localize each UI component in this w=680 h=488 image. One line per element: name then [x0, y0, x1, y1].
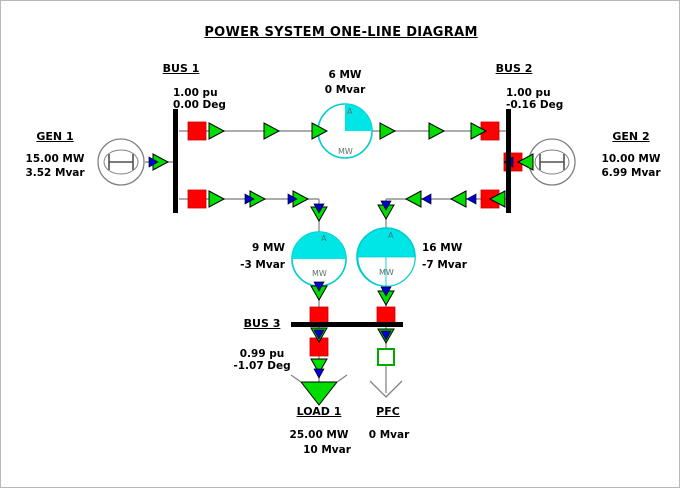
load-1-label: LOAD 1	[296, 405, 342, 418]
power-flow-arrows-gauge1-bus3	[310, 281, 328, 379]
line-2-3-mw: 16 MW	[422, 242, 463, 254]
gauge-ampere-label: A	[321, 234, 327, 243]
gauge-ampere-label: A	[347, 107, 353, 116]
bus-1-voltage: 1.00 pu	[173, 87, 218, 99]
line-1-2-mw: 6 MW	[328, 69, 362, 81]
bus-1-angle: 0.00 Deg	[173, 99, 226, 111]
line-2-3-mvar: -7 Mvar	[422, 259, 467, 271]
gauge-mw-label: MW	[338, 147, 353, 156]
generator-icon-gen1[interactable]	[97, 138, 145, 186]
gen-2-label: GEN 2	[612, 130, 650, 143]
bus-3-voltage: 0.99 pu	[239, 348, 285, 360]
pfc-arrow-icon	[369, 380, 403, 398]
bus-2-label: BUS 2	[495, 62, 533, 75]
bus-2-voltage: 1.00 pu	[506, 87, 551, 99]
bus-bar-2[interactable]	[506, 109, 511, 213]
line-1-3-mw: 9 MW	[252, 242, 285, 254]
gen-2-mvar: 6.99 Mvar	[601, 167, 661, 179]
line-gauge-2-3[interactable]: A MW	[356, 227, 416, 287]
power-flow-arrows-line-1-3	[208, 190, 328, 222]
gen-1-label: GEN 1	[36, 130, 74, 143]
generator-icon-gen2[interactable]	[528, 138, 576, 186]
bus-bar-3[interactable]	[291, 322, 403, 327]
pfc-mvar: 0 Mvar	[368, 429, 410, 441]
load-1-mvar: 10 Mvar	[303, 444, 351, 456]
line-1-2-mvar: 0 Mvar	[324, 84, 366, 96]
gen-2-mw: 10.00 MW	[601, 153, 661, 165]
gen-1-mvar: 3.52 Mvar	[25, 167, 85, 179]
gen-1-mw: 15.00 MW	[25, 153, 85, 165]
gauge-mw-label: MW	[312, 269, 327, 278]
line-1-3-mvar: -3 Mvar	[240, 259, 285, 271]
bus-3-label: BUS 3	[243, 317, 281, 330]
circuit-breaker-icon-b1t[interactable]	[187, 121, 207, 141]
pfc-label: PFC	[376, 405, 400, 418]
bus-3-angle: -1.07 Deg	[233, 360, 291, 372]
load-1-mw: 25.00 MW	[289, 429, 349, 441]
page-title: POWER SYSTEM ONE-LINE DIAGRAM	[204, 25, 478, 40]
load-arrow-icon[interactable]	[290, 374, 348, 406]
bus-2-angle: -0.16 Deg	[506, 99, 564, 111]
bus-1-label: BUS 1	[162, 62, 200, 75]
gauge-mw-label: MW	[379, 268, 394, 277]
power-flow-arrow-icon-gen1	[148, 153, 169, 171]
gauge-ampere-label: A	[388, 231, 394, 240]
circuit-breaker-icon-b1b[interactable]	[187, 189, 207, 209]
line-gauge-1-2[interactable]: A MW	[317, 103, 373, 159]
line-gauge-1-3[interactable]: A MW	[291, 231, 347, 287]
bus-bar-1[interactable]	[173, 109, 178, 213]
power-factor-correction-icon[interactable]	[377, 348, 395, 366]
